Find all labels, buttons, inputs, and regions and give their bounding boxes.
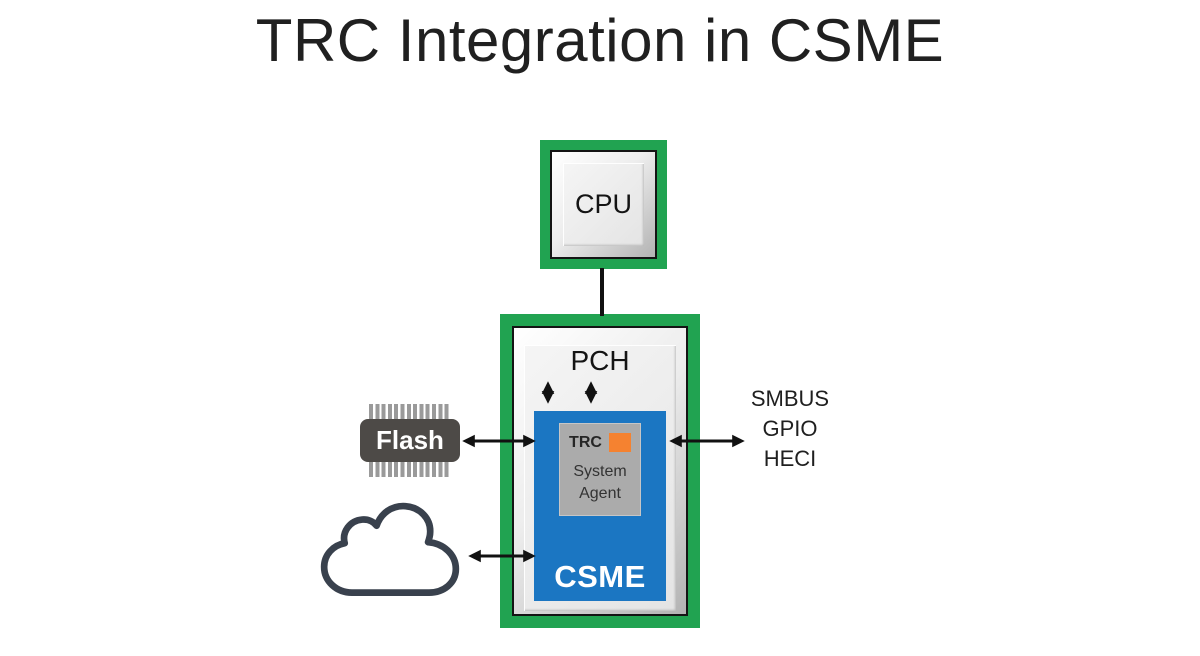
trc-row: TRC bbox=[560, 433, 640, 452]
pch-chip-bevel: PCH TRC System Agent CSME bbox=[512, 326, 688, 616]
flash-chip-icon: Flash bbox=[360, 404, 460, 477]
bus-labels: SMBUS GPIO HECI bbox=[740, 384, 840, 474]
flash-body: Flash bbox=[360, 419, 460, 462]
flash-pins-top bbox=[369, 404, 451, 419]
csme-box: TRC System Agent CSME bbox=[534, 411, 666, 601]
bus-label-smbus: SMBUS bbox=[750, 386, 830, 411]
cpu-label: CPU bbox=[574, 189, 632, 219]
cloud-icon bbox=[320, 502, 460, 596]
slide-title: TRC Integration in CSME bbox=[255, 7, 945, 74]
cpu-chip-face: CPU bbox=[563, 163, 644, 246]
bus-label-heci: HECI bbox=[763, 446, 817, 471]
pch-chip: PCH TRC System Agent CSME bbox=[500, 314, 700, 628]
system-agent-label: System Agent bbox=[573, 463, 627, 502]
trc-orange-block-icon bbox=[608, 433, 631, 452]
system-agent-box: TRC System Agent bbox=[559, 423, 641, 516]
pch-label: PCH bbox=[570, 345, 630, 376]
flash-pins-bottom bbox=[369, 462, 451, 477]
cpu-chip: CPU bbox=[540, 140, 667, 269]
flash-label: Flash bbox=[376, 425, 444, 455]
pch-chip-face: PCH TRC System Agent CSME bbox=[524, 345, 676, 611]
cloud-outline bbox=[320, 502, 460, 596]
csme-label: CSME bbox=[554, 559, 646, 594]
trc-label: TRC bbox=[569, 433, 602, 451]
bus-label-gpio: GPIO bbox=[762, 416, 818, 441]
cpu-chip-bevel: CPU bbox=[550, 150, 657, 259]
